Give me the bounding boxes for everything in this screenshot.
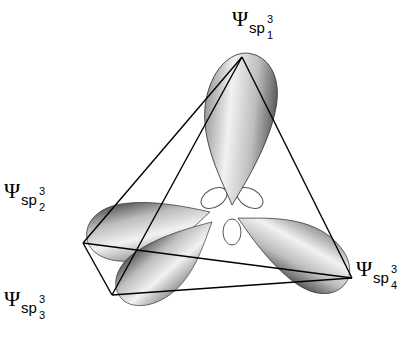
psi-symbol: Ψ	[356, 258, 372, 280]
orbital-subscript: sp	[249, 20, 265, 35]
hybrid-superscript: 3	[39, 186, 45, 197]
orbital-subscript: sp	[21, 192, 37, 207]
hybrid-superscript: 3	[39, 294, 45, 305]
orbital-lobe	[197, 50, 281, 208]
psi-symbol: Ψ	[4, 288, 20, 310]
hybrid-superscript: 3	[391, 264, 397, 275]
tetrahedron-edges	[83, 57, 352, 295]
orbital-subscript: sp	[373, 270, 389, 285]
orbital-index: 2	[39, 202, 45, 213]
hybrid-superscript: 3	[267, 14, 273, 25]
orbital-subscript: sp	[21, 300, 37, 315]
orbital-lobe	[104, 201, 230, 320]
orbital-index: 3	[39, 310, 45, 321]
orbital-lobe	[224, 192, 363, 304]
orbital-index: 1	[267, 30, 273, 41]
psi-symbol: Ψ	[232, 8, 248, 30]
orbital-index: 4	[391, 280, 397, 291]
psi-symbol: Ψ	[4, 180, 20, 202]
